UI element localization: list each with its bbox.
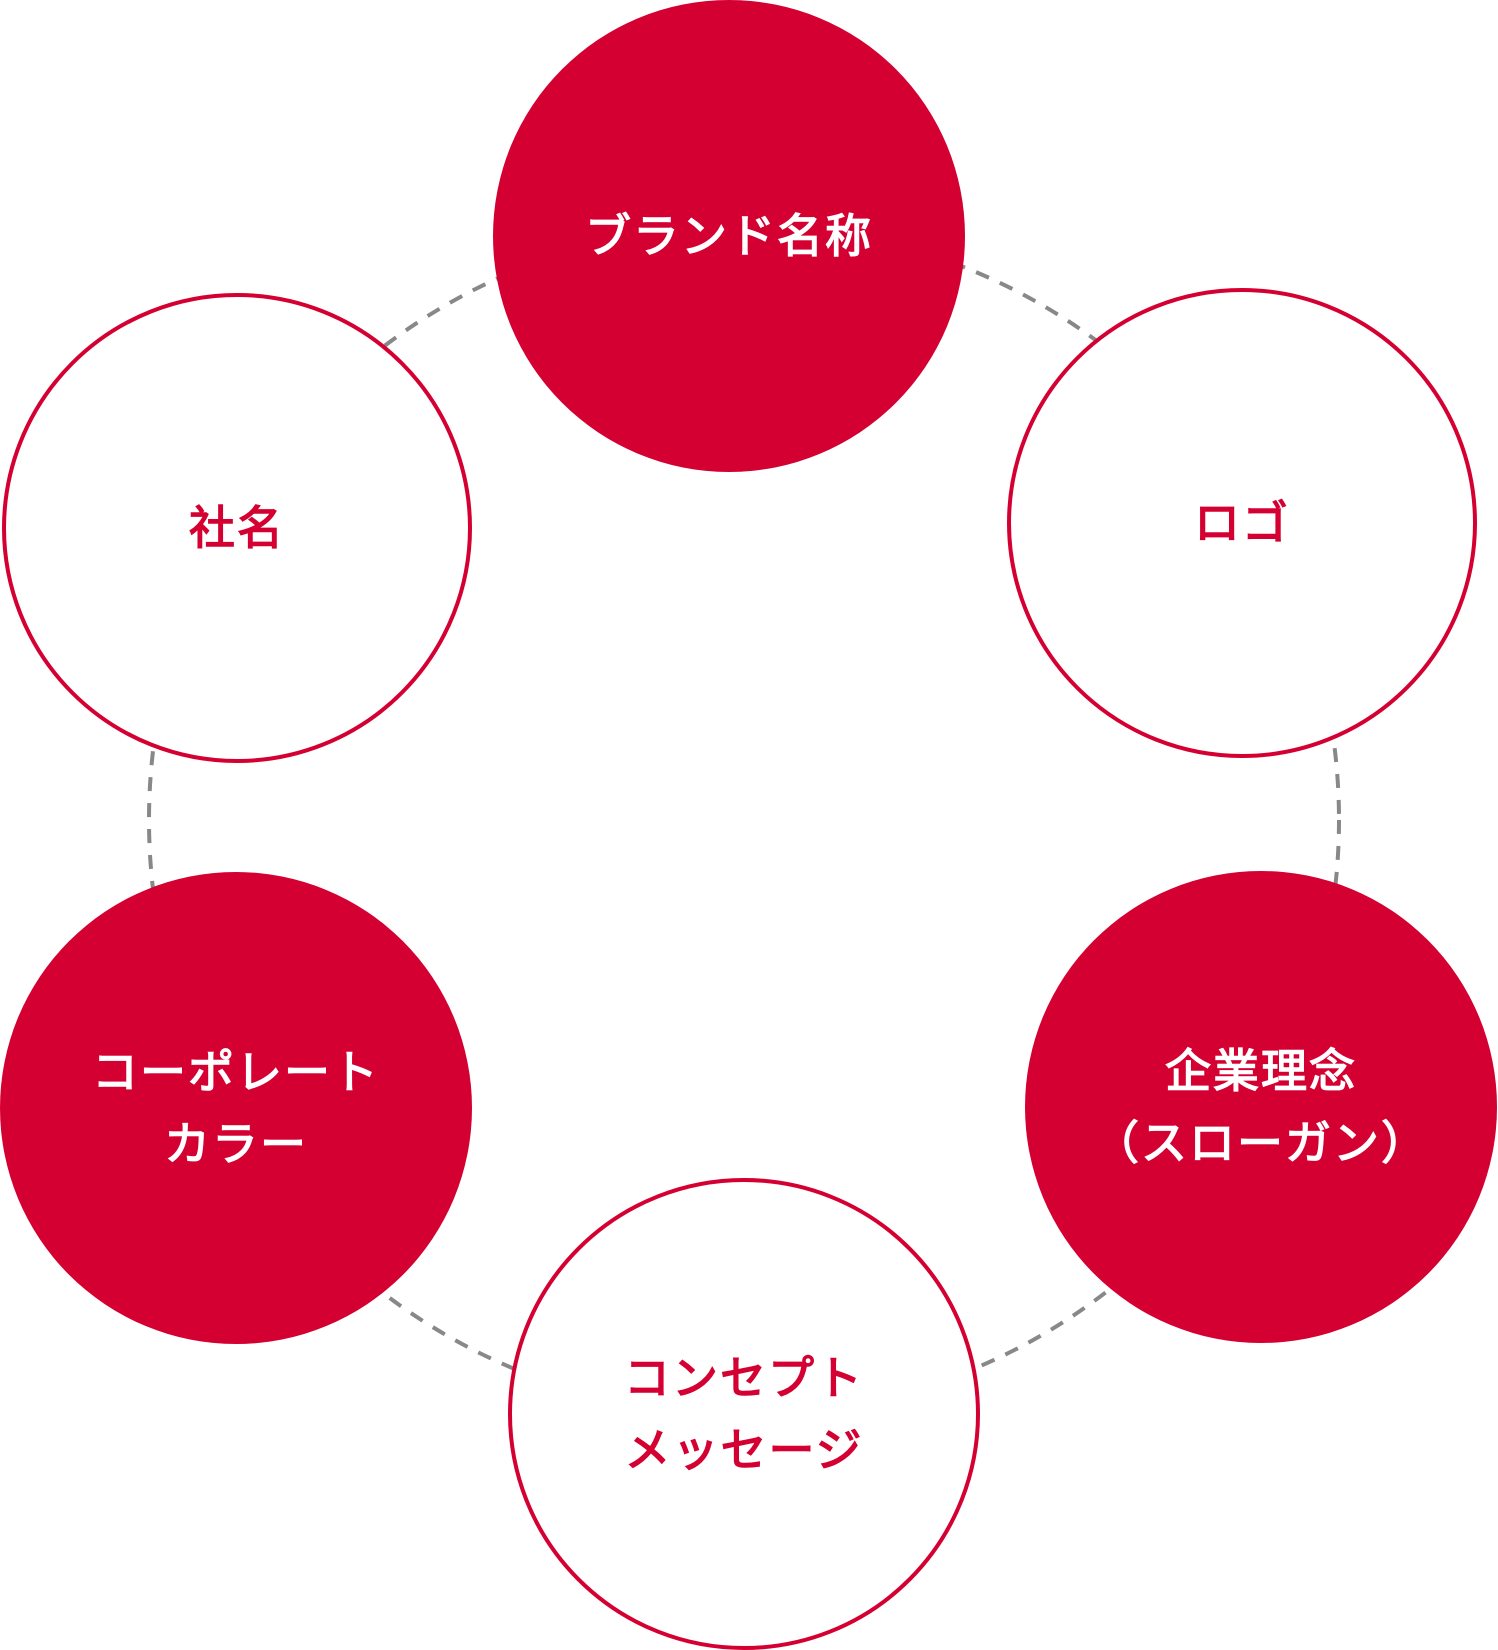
node-label: コーポレート カラー [92,1045,380,1171]
node-company-name: 社名 [2,293,472,763]
node-corporate-color: コーポレート カラー [0,872,472,1344]
node-corporate-philosophy: 企業理念 （スローガン） [1025,871,1497,1343]
node-logo: ロゴ [1007,288,1477,758]
node-label: ブランド名称 [585,209,873,263]
node-brand-name: ブランド名称 [493,0,965,472]
node-label: 企業理念 （スローガン） [1093,1044,1429,1170]
node-label: コンセプト メッセージ [624,1351,864,1477]
node-concept-message: コンセプト メッセージ [508,1178,980,1650]
node-label: ロゴ [1194,496,1290,550]
node-label: 社名 [189,501,285,555]
